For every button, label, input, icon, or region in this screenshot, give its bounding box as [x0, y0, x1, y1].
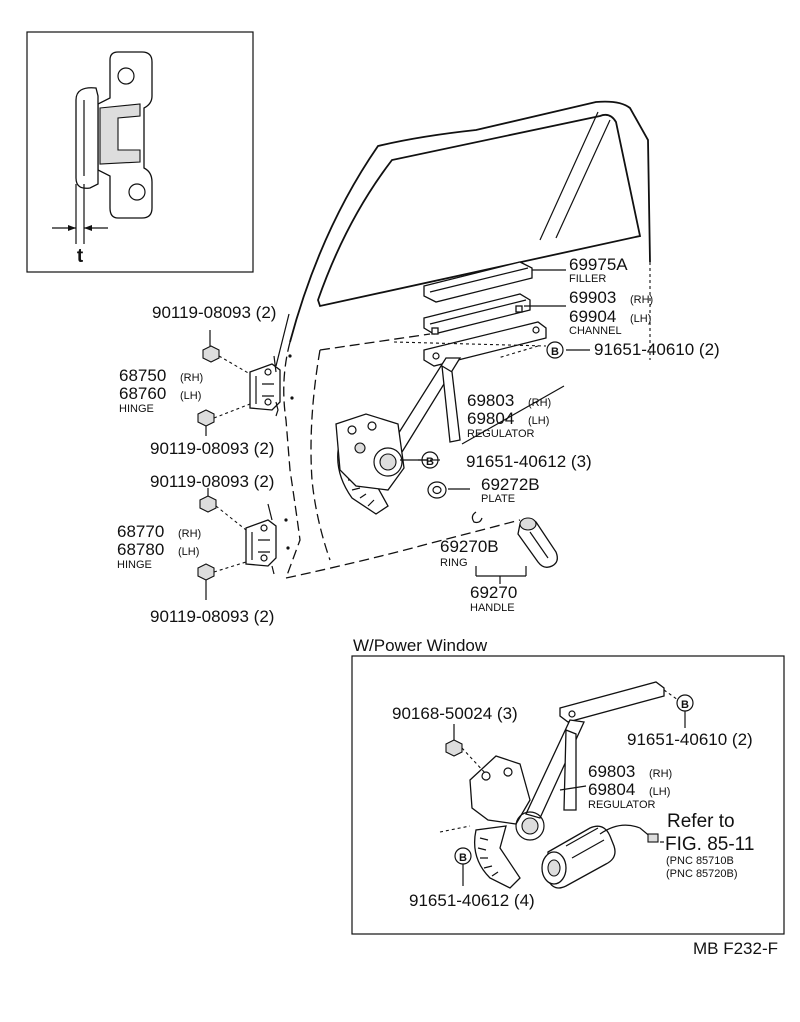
upper-hinge-rh-tag: (RH) [180, 372, 203, 384]
lower-hinge [245, 503, 290, 575]
pw-regulator-name: REGULATOR [588, 799, 655, 811]
hinge-thickness-inset: t [26, 31, 254, 273]
refer-to-text: Refer to [667, 811, 735, 832]
power-window-screw-label: 90168-50024 (3) [392, 704, 518, 723]
power-window-screw [445, 724, 487, 775]
channel-rh-number: 69903 [569, 288, 616, 307]
upper-hinge [249, 354, 294, 417]
bolt-lower-1 [199, 495, 247, 531]
regulator-rh-tag: (RH) [528, 397, 551, 409]
pw-regulator-rh-tag: (RH) [649, 768, 672, 780]
diagram-code: MB F232-F [693, 939, 778, 958]
regulator-rh-number: 69803 [467, 391, 514, 410]
pw-bolt-b-upper-label: 91651-40610 (2) [627, 730, 753, 749]
power-window-section: W/Power Window [351, 636, 785, 935]
bolt-b-lower-label: 91651-40612 (3) [466, 452, 592, 471]
upper-hinge-top-bolt-label: 90119-08093 (2) [152, 303, 276, 322]
bolt-b-upper-marker: B [551, 346, 559, 358]
regulator-lh-tag: (LH) [528, 415, 549, 427]
channel-rh-tag: (RH) [630, 294, 653, 306]
regulator-lh-number: 69804 [467, 409, 514, 428]
rear-door-outline [283, 100, 651, 579]
upper-hinge-lh-tag: (LH) [180, 390, 201, 402]
handle-number: 69270 [470, 583, 517, 602]
window-motor [541, 824, 659, 889]
handle-name: HANDLE [470, 602, 515, 614]
bolt-b-upper-marker-circle [546, 341, 564, 359]
bolt-upper-2 [197, 403, 251, 427]
refer-pnc-1: (PNC 85710B [666, 855, 734, 867]
inset-thickness-label: t [77, 246, 84, 267]
lower-hinge-lh-tag: (LH) [178, 546, 199, 558]
regulator-name: REGULATOR [467, 428, 534, 440]
power-window-frame [351, 655, 785, 935]
bolt-upper-1 [202, 345, 251, 375]
ring-part [471, 511, 483, 524]
filler-number: 69975A [569, 255, 628, 274]
upper-hinge-bottom-bolt-label: 90119-08093 (2) [150, 439, 274, 458]
channel-name: CHANNEL [569, 325, 622, 337]
pw-bolt-b-lower-label: 91651-40612 (4) [409, 891, 535, 910]
window-crank-handle [475, 517, 558, 584]
upper-hinge-rh-number: 68750 [119, 366, 166, 385]
refer-to-figure: FIG. 85-11 [665, 834, 754, 855]
plate-name: PLATE [481, 493, 515, 505]
power-regulator [439, 681, 679, 889]
bolt-b-upper-label: 91651-40610 (2) [594, 340, 720, 359]
ring-name: RING [440, 557, 468, 569]
hinge-bolts [197, 330, 251, 600]
filler-part [423, 261, 566, 303]
plate-part [427, 481, 470, 499]
pw-bolt-b-lower-marker: B [459, 852, 467, 864]
bolt-b-lower-marker-circle [421, 451, 439, 469]
upper-hinge-lh-number: 68760 [119, 384, 166, 403]
manual-regulator [335, 321, 547, 515]
power-window-title: W/Power Window [353, 636, 488, 655]
lower-hinge-rh-tag: (RH) [178, 528, 201, 540]
lower-hinge-rh-number: 68770 [117, 522, 164, 541]
upper-hinge-name: HINGE [119, 403, 154, 415]
filler-name: FILLER [569, 273, 606, 285]
lower-hinge-top-bolt-label: 90119-08093 (2) [150, 472, 274, 491]
bolt-lower-2 [197, 561, 247, 581]
channel-part [423, 293, 566, 335]
pw-regulator-lh-number: 69804 [588, 780, 635, 799]
channel-lh-number: 69904 [569, 307, 616, 326]
lower-hinge-bottom-bolt-label: 90119-08093 (2) [150, 607, 274, 626]
pw-regulator-lh-tag: (LH) [649, 786, 670, 798]
lower-hinge-name: HINGE [117, 559, 152, 571]
channel-lh-tag: (LH) [630, 313, 651, 325]
bolt-b-lower-marker: B [426, 456, 434, 468]
lower-hinge-lh-number: 68780 [117, 540, 164, 559]
ring-number: 69270B [440, 537, 499, 556]
refer-pnc-2: (PNC 85720B) [666, 868, 738, 880]
plate-number: 69272B [481, 475, 540, 494]
pw-regulator-rh-number: 69803 [588, 762, 635, 781]
pw-bolt-b-upper-marker: B [681, 699, 689, 711]
